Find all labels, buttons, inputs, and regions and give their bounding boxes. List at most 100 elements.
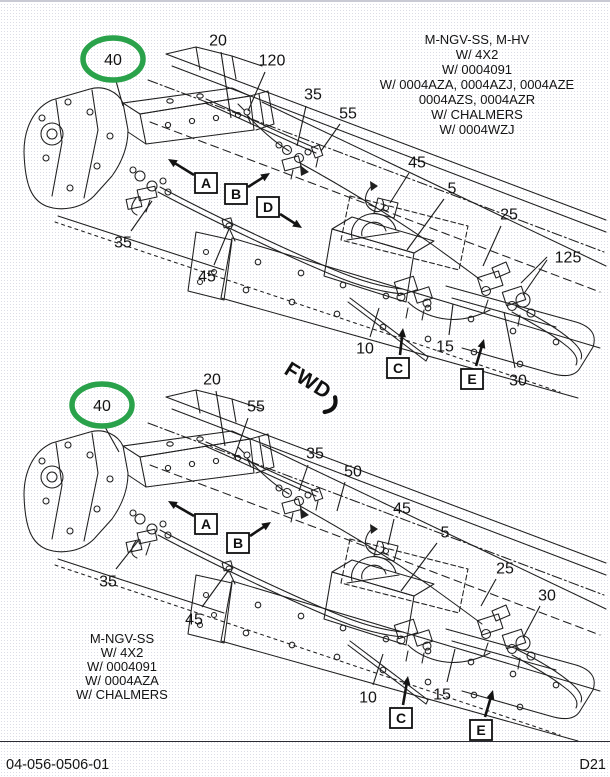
callout-45: 45 bbox=[198, 269, 216, 286]
callout-10: 10 bbox=[359, 690, 377, 707]
callout-35: 35 bbox=[306, 446, 324, 463]
callout-35: 35 bbox=[99, 574, 117, 591]
leader-line bbox=[387, 518, 395, 546]
ref-arrow bbox=[398, 335, 404, 356]
ref-arrowhead-icon bbox=[486, 690, 495, 700]
ref-arrowhead-icon bbox=[292, 219, 302, 228]
leader-line bbox=[336, 481, 346, 512]
leader-line bbox=[115, 540, 139, 570]
callout-20: 20 bbox=[209, 33, 227, 50]
ref-arrowhead-icon bbox=[168, 159, 178, 168]
leader-line bbox=[201, 570, 229, 608]
variant-note-line: M-NGV-SS, M-HV bbox=[425, 32, 530, 47]
ref-box-letter-B: B bbox=[231, 186, 241, 202]
leader-line bbox=[320, 123, 341, 152]
ref-arrowhead-icon bbox=[261, 522, 271, 531]
ref-box-E bbox=[460, 368, 484, 390]
document-number: 04-056-0506-01 bbox=[6, 757, 110, 773]
ref-arrow bbox=[249, 525, 266, 538]
leader-line bbox=[503, 311, 516, 369]
variant-note-line: 0004AZS, 0004AZR bbox=[419, 92, 535, 107]
ref-box-letter-A: A bbox=[201, 516, 211, 532]
fwd-arrow-icon bbox=[322, 395, 338, 415]
leader-line bbox=[298, 464, 309, 492]
variant-note-line: M-NGV-SS bbox=[90, 631, 155, 646]
ref-box-letter-C: C bbox=[393, 360, 403, 376]
ref-arrow bbox=[174, 503, 195, 518]
ref-box-E bbox=[469, 719, 493, 741]
leader-line bbox=[247, 71, 266, 112]
ref-box-B bbox=[224, 183, 248, 205]
ref-arrow bbox=[483, 697, 492, 718]
callout-40-highlighted: 40 bbox=[93, 398, 111, 415]
leader-line bbox=[104, 426, 120, 453]
leader-line bbox=[406, 198, 445, 251]
ref-arrow bbox=[401, 683, 408, 706]
callout-25: 25 bbox=[496, 561, 514, 578]
ref-box-C bbox=[386, 357, 410, 379]
fwd-label: FWD bbox=[280, 358, 335, 404]
ref-box-letter-E: E bbox=[467, 371, 476, 387]
callout-35: 35 bbox=[304, 87, 322, 104]
leader-line bbox=[400, 542, 438, 592]
callout-15: 15 bbox=[433, 687, 451, 704]
leader-line bbox=[213, 228, 230, 266]
leader-line bbox=[448, 303, 454, 336]
callout-30: 30 bbox=[538, 588, 556, 605]
variant-note-line: W/ CHALMERS bbox=[76, 687, 168, 702]
ref-arrowhead-icon bbox=[260, 173, 270, 182]
ref-arrow bbox=[174, 162, 195, 177]
ref-box-A bbox=[194, 513, 218, 535]
page-code: D21 bbox=[579, 757, 606, 773]
callout-50: 50 bbox=[344, 464, 362, 481]
ref-box-letter-C: C bbox=[396, 710, 406, 726]
leader-line bbox=[215, 390, 226, 447]
leader-line bbox=[233, 417, 249, 459]
ref-arrow bbox=[279, 212, 296, 225]
highlight-ellipse bbox=[80, 35, 146, 83]
callout-45: 45 bbox=[185, 612, 203, 629]
ref-arrowhead-icon bbox=[168, 501, 178, 509]
callout-35: 35 bbox=[114, 235, 132, 252]
leader-line bbox=[446, 648, 456, 683]
leader-line bbox=[389, 172, 410, 204]
callout-45: 45 bbox=[408, 155, 426, 172]
callout-40-highlighted: 40 bbox=[104, 52, 122, 69]
ref-arrow bbox=[247, 176, 264, 189]
variant-note-line: W/ 0004WZJ bbox=[439, 122, 514, 137]
callout-10: 10 bbox=[356, 341, 374, 358]
callout-25: 25 bbox=[500, 207, 518, 224]
callout-20: 20 bbox=[203, 372, 221, 389]
variant-note-line: W/ 0004AZA bbox=[85, 673, 159, 688]
ref-box-letter-A: A bbox=[201, 175, 211, 191]
highlight-ellipse bbox=[69, 381, 135, 429]
ref-arrow bbox=[474, 346, 483, 367]
leader-line bbox=[130, 200, 153, 232]
ref-box-D bbox=[256, 196, 280, 218]
ref-box-C bbox=[389, 707, 413, 729]
leader-line bbox=[372, 653, 384, 686]
callout-120: 120 bbox=[259, 53, 286, 70]
variant-note-line: W/ 4X2 bbox=[456, 47, 499, 62]
variant-note-line: W/ 0004AZA, 0004AZJ, 0004AZE bbox=[380, 77, 575, 92]
variant-note-line: W/ 0004091 bbox=[442, 62, 512, 77]
ref-arrowhead-icon bbox=[402, 676, 411, 686]
leader-line bbox=[520, 256, 548, 284]
callout-45: 45 bbox=[393, 501, 411, 518]
callout-30: 30 bbox=[509, 373, 527, 390]
leader-line bbox=[522, 605, 541, 639]
callout-55: 55 bbox=[339, 106, 357, 123]
ref-arrowhead-icon bbox=[398, 328, 406, 338]
leader-line bbox=[296, 105, 307, 147]
ref-box-letter-D: D bbox=[263, 199, 273, 215]
ref-box-letter-E: E bbox=[476, 722, 485, 738]
variant-note-line: W/ 0004091 bbox=[87, 659, 157, 674]
leader-line bbox=[115, 80, 124, 107]
ref-arrowhead-icon bbox=[477, 339, 486, 349]
ref-box-A bbox=[194, 172, 218, 194]
callout-5: 5 bbox=[441, 525, 450, 542]
